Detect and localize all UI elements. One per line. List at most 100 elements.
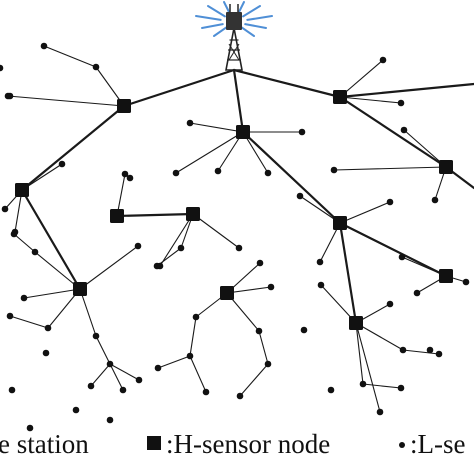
sensor-link (339, 201, 391, 224)
sensor-link (157, 355, 191, 369)
head-link (241, 130, 342, 225)
sensor-link (192, 213, 240, 249)
sensor-link (401, 256, 447, 277)
l-sensor-node-dot-icon (359, 380, 367, 388)
network-links (4, 45, 474, 413)
l-sensor-node-dot-icon (87, 382, 95, 390)
l-sensor-node-dot-icon (426, 346, 434, 354)
l-sensor-node-dot-icon (264, 169, 272, 177)
network-nodes (0, 42, 470, 432)
l-sensor-node-dot-icon (31, 248, 39, 256)
base-station-icon (195, 1, 273, 71)
head-link (20, 188, 82, 291)
l-sensor-node-dot-icon (92, 332, 100, 340)
head-link (232, 68, 245, 134)
sensor-link (239, 363, 269, 397)
l-sensor-node-dot-icon (376, 408, 384, 416)
signal-wave-icon (201, 23, 224, 29)
l-sensor-node-dot-icon (26, 424, 34, 432)
l-sensor-node-dot-icon (134, 242, 142, 250)
legend-base-station-label: e station (0, 429, 89, 459)
legend-l-sensor-label: :L-se (410, 429, 466, 459)
head-link (20, 104, 126, 192)
l-sensor-node-dot-icon (186, 119, 194, 127)
sensor-link (189, 355, 207, 393)
h-sensor-node-square-icon (333, 90, 347, 104)
head-link (338, 221, 448, 278)
l-sensor-node-dot-icon (8, 386, 16, 394)
h-sensor-node-square-icon (236, 125, 250, 139)
h-sensor-node-square-icon (333, 216, 347, 230)
h-sensor-node-square-icon (439, 160, 453, 174)
l-sensor-node-dot-icon (72, 406, 80, 414)
sensor-link (109, 363, 124, 391)
l-sensor-node-dot-icon (153, 262, 161, 270)
head-link (115, 212, 195, 218)
l-sensor-node-dot-icon (135, 376, 143, 384)
sensor-link (13, 233, 36, 253)
sensor-link (355, 322, 364, 385)
signal-wave-icon (240, 25, 255, 37)
signal-wave-icon (244, 23, 267, 29)
l-sensor-node-dot-icon (330, 166, 338, 174)
sensor-link (355, 322, 381, 413)
sensor-link (95, 335, 111, 365)
l-sensor-node-dot-icon (327, 386, 335, 394)
head-link (338, 82, 474, 99)
l-sensor-node-dot-icon (399, 346, 407, 354)
tower-frame-icon (225, 27, 243, 71)
h-sensor-node-square-icon (220, 286, 234, 300)
sensor-link (109, 363, 140, 381)
l-sensor-node-dot-icon (44, 324, 52, 332)
l-sensor-node-dot-icon (202, 388, 210, 396)
l-sensor-node-dot-icon (296, 192, 304, 200)
l-sensor-node-dot-icon (379, 56, 387, 64)
h-sensor-node-square-icon (110, 209, 124, 223)
l-sensor-node-dot-icon (317, 281, 325, 289)
sensor-link (189, 122, 244, 133)
h-sensor-node-square-icon (15, 183, 29, 197)
l-sensor-node-dot-icon (154, 364, 162, 372)
head-link (232, 68, 342, 99)
sensor-link (7, 95, 125, 107)
l-sensor-node-dot-icon (92, 63, 100, 71)
l-sensor-node-dot-icon (6, 312, 14, 320)
sensor-link (333, 166, 447, 171)
sensor-link (339, 59, 384, 98)
l-sensor-node-dot-icon (177, 244, 185, 252)
l-sensor-node-dot-icon (235, 244, 243, 252)
legend: e station :H-sensor node :L-se (0, 426, 474, 466)
l-sensor-node-dot-icon (431, 196, 439, 204)
h-sensor-node-square-icon (73, 282, 87, 296)
sensor-link (362, 383, 402, 389)
l-sensor-node-dot-icon (462, 278, 470, 286)
l-sensor-node-dot-icon (413, 289, 421, 297)
legend-h-sensor-label: :H-sensor node (166, 429, 331, 459)
legend-h-sensor-square-icon (147, 436, 161, 450)
l-sensor-node-dot-icon (10, 230, 18, 238)
signal-wave-icon (242, 5, 261, 18)
l-sensor-node-dot-icon (121, 170, 129, 178)
sensor-link (175, 131, 244, 174)
l-sensor-node-dot-icon (298, 128, 306, 136)
l-sensor-node-dot-icon (6, 92, 14, 100)
l-sensor-node-dot-icon (256, 259, 264, 267)
l-sensor-node-dot-icon (236, 392, 244, 400)
signal-wave-icon (246, 15, 273, 21)
l-sensor-node-dot-icon (398, 253, 406, 261)
l-sensor-node-dot-icon (40, 42, 48, 50)
sensor-link (79, 245, 139, 290)
sensor-link (34, 251, 81, 290)
l-sensor-node-dot-icon (20, 294, 28, 302)
h-sensor-node-square-icon (349, 316, 363, 330)
l-sensor-node-dot-icon (58, 160, 66, 168)
signal-wave-icon (207, 5, 226, 18)
sensor-link (258, 330, 269, 365)
l-sensor-node-dot-icon (186, 352, 194, 360)
l-sensor-node-dot-icon (400, 126, 408, 134)
l-sensor-node-dot-icon (0, 64, 4, 72)
l-sensor-node-dot-icon (397, 99, 405, 107)
l-sensor-node-dot-icon (106, 416, 114, 424)
sensor-link (23, 288, 81, 299)
